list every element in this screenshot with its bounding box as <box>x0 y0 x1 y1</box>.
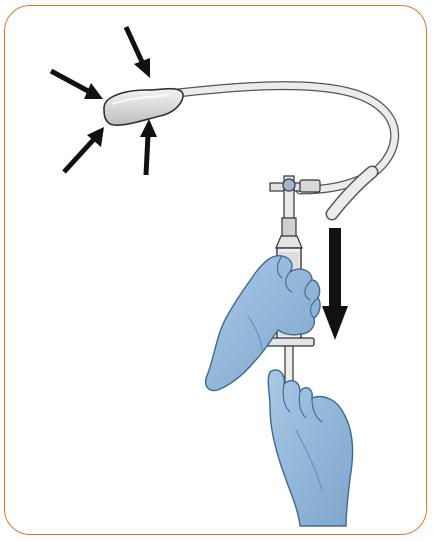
inward-arrow-icon <box>51 71 103 99</box>
gloved-hand-icon <box>206 256 320 391</box>
down-arrow-icon <box>322 228 348 340</box>
inward-arrow-icon <box>64 127 104 172</box>
inward-arrow-icon <box>140 119 157 175</box>
gloved-hand-icon <box>268 370 352 526</box>
catheter-balloon-icon <box>104 89 183 125</box>
valve-connector <box>270 176 320 238</box>
inward-arrow-icon <box>126 27 150 78</box>
